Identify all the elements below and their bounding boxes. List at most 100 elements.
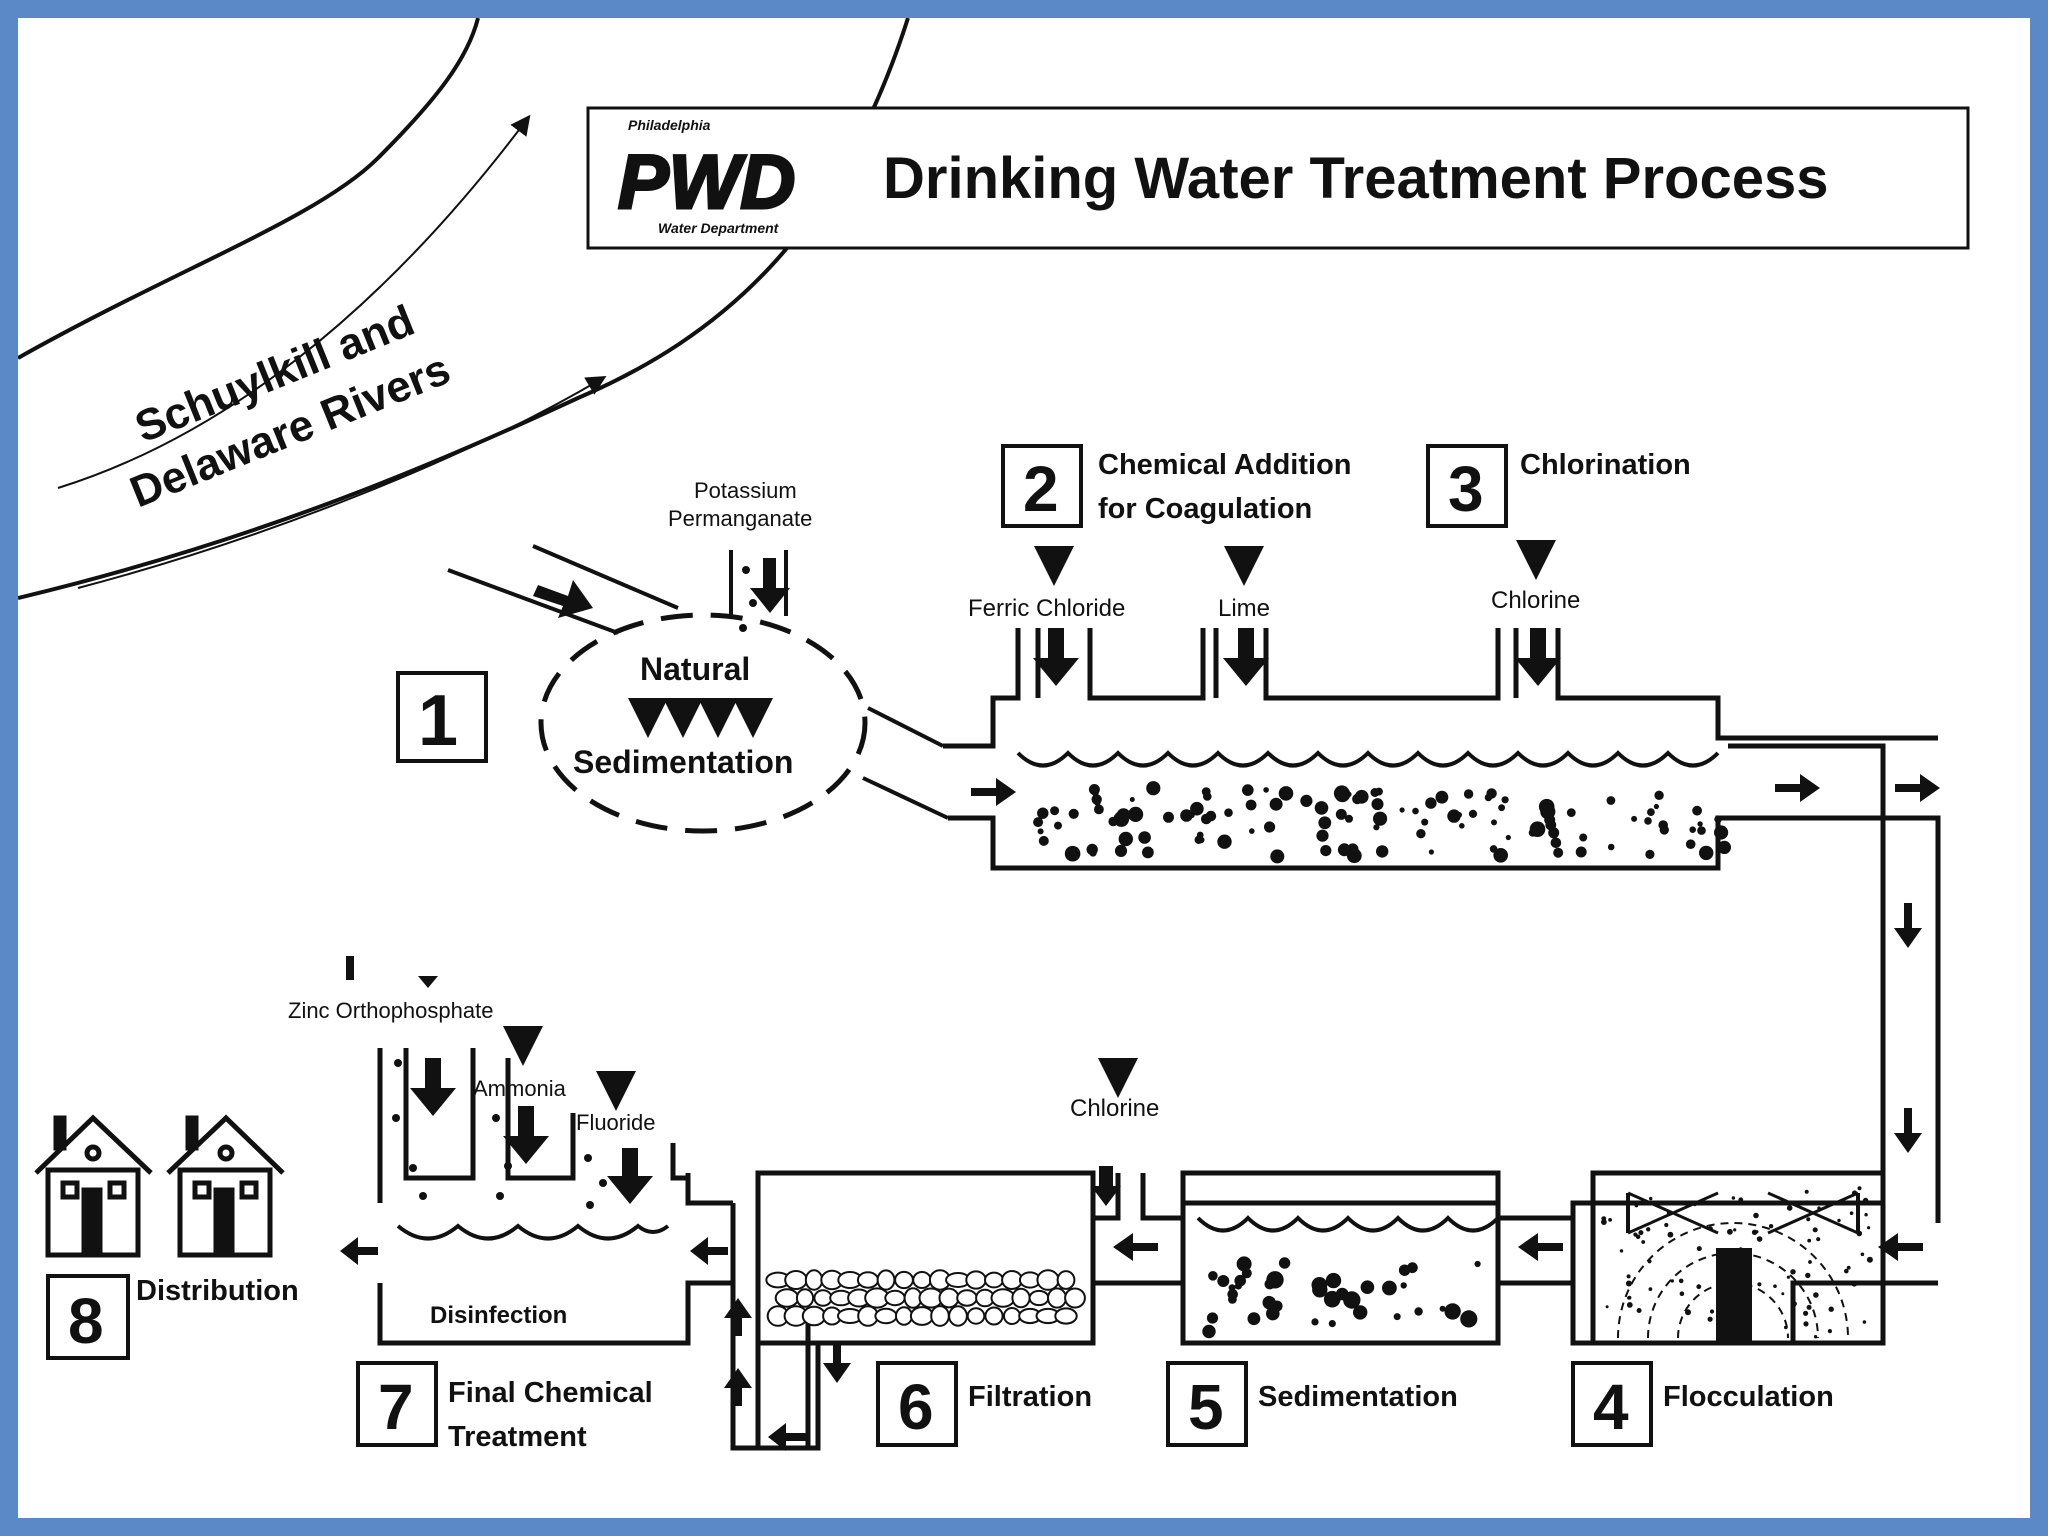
floc-particle xyxy=(1633,1232,1638,1237)
filter-pebble xyxy=(795,1288,815,1308)
floc-particle xyxy=(1493,848,1508,863)
floc-particle xyxy=(1089,849,1097,857)
floc-particle xyxy=(1033,817,1044,828)
chlorine-top-label: Chlorine xyxy=(1491,587,1580,614)
filter-pebble xyxy=(774,1288,800,1308)
floc-particle xyxy=(1784,1325,1788,1330)
floc-particle xyxy=(1685,839,1696,849)
floc-particle xyxy=(1605,1305,1609,1309)
logo-bottom-text: Water Department xyxy=(658,220,780,236)
floc-particle xyxy=(1727,1326,1733,1332)
step-6: 6 Filtration xyxy=(876,1361,1092,1447)
logo-top-text: Philadelphia xyxy=(628,117,711,133)
filter-pebble xyxy=(784,1270,808,1290)
floc-particle xyxy=(1756,1236,1763,1242)
ferric-arrow-icon xyxy=(1033,628,1079,686)
floc-particle xyxy=(1707,1316,1713,1322)
floc-particle xyxy=(1866,1256,1873,1263)
floc-particle xyxy=(1808,1260,1812,1264)
floc-particle xyxy=(1666,1211,1671,1215)
filter-pebble xyxy=(1047,1287,1067,1309)
ammonia-arrow-icon xyxy=(503,1106,549,1164)
floc-particle xyxy=(1229,1294,1237,1301)
floc-particle xyxy=(1601,1219,1607,1225)
floc-particle xyxy=(1425,797,1437,809)
river-flow-arrows xyxy=(57,114,607,589)
floc-particle xyxy=(1851,1280,1858,1287)
floc-particle xyxy=(1619,1249,1624,1253)
floc-particle xyxy=(1692,805,1702,816)
floc-particle xyxy=(1328,1320,1336,1328)
step-6-number: 6 xyxy=(898,1371,934,1443)
filter-pebble xyxy=(938,1287,960,1309)
floc-particle xyxy=(1463,789,1474,799)
intake-pipe xyxy=(447,544,679,635)
floc-particle xyxy=(1460,1310,1478,1328)
flow-arrow-icon xyxy=(1775,774,1820,802)
floc-particle xyxy=(1647,1259,1652,1264)
floc-particle xyxy=(1353,1305,1368,1320)
floc-particle xyxy=(1806,1217,1811,1222)
floc-particle xyxy=(1491,819,1497,826)
floc-particle xyxy=(1648,1287,1653,1291)
filter-pebble xyxy=(948,1305,968,1327)
floc-particle xyxy=(1400,1282,1407,1289)
chemical-small-arrows-top xyxy=(1034,540,1556,586)
ferric-label: Ferric Chloride xyxy=(968,595,1125,622)
floc-particle xyxy=(1803,1321,1809,1327)
floc-particle xyxy=(1862,1197,1869,1204)
floc-particle xyxy=(1468,809,1478,819)
step-5: 5 Sedimentation xyxy=(1166,1361,1458,1447)
floc-particle xyxy=(1860,1252,1865,1257)
floc-particle xyxy=(1862,1320,1867,1324)
floc-particle xyxy=(1312,1282,1328,1298)
floc-particle xyxy=(1864,1213,1868,1217)
filter-pebble xyxy=(984,1306,1004,1326)
floc-particle xyxy=(1138,831,1151,844)
floc-particle xyxy=(1346,848,1362,864)
step-6-label: Filtration xyxy=(968,1381,1092,1413)
floc-particle xyxy=(1370,788,1380,797)
floc-particle xyxy=(1412,807,1419,815)
floc-particle xyxy=(1236,1256,1252,1272)
zinc-label: Zinc Orthophosphate xyxy=(288,998,493,1023)
potassium-label-line1: Potassium xyxy=(694,478,797,503)
floc-particle xyxy=(1718,830,1725,838)
floc-particle xyxy=(1474,1260,1481,1268)
step-4: 4 Flocculation xyxy=(1571,1361,1834,1447)
floc-particle xyxy=(1653,803,1659,810)
filter-pebble xyxy=(1036,1269,1060,1291)
floc-particle xyxy=(1266,1271,1284,1289)
floc-particle xyxy=(1224,808,1233,817)
ammonia-label: Ammonia xyxy=(473,1076,567,1101)
final-chemical-feeds: Zinc Orthophosphate Ammonia Fluoride xyxy=(288,956,655,1209)
coagulation-tank xyxy=(943,628,1941,1223)
floc-particle xyxy=(1234,1274,1246,1287)
floc-particle xyxy=(1856,1230,1863,1237)
floc-particle xyxy=(1768,1224,1774,1229)
floc-particle xyxy=(1791,1301,1797,1307)
logo-mark: PWD xyxy=(618,140,795,225)
potassium-arrow-icon xyxy=(750,558,790,613)
step-3: 3 Chlorination xyxy=(1426,444,1691,528)
floc-particle xyxy=(1804,1189,1809,1194)
floc-particle xyxy=(1314,801,1329,815)
floc-particle xyxy=(1318,816,1332,830)
floc-particle xyxy=(1278,786,1294,801)
floc-particle xyxy=(1733,1228,1737,1232)
floc-particle xyxy=(1118,831,1134,847)
floc-particle xyxy=(1844,1268,1849,1274)
basin1-line1: Natural xyxy=(640,651,750,687)
house-icon xyxy=(166,1114,285,1258)
step-8: 8 Distribution xyxy=(46,1274,299,1360)
floc-particle xyxy=(1790,1269,1796,1275)
floc-particle xyxy=(1545,819,1557,831)
water-surface-sed xyxy=(1196,1215,1500,1233)
step-4-number: 4 xyxy=(1593,1371,1629,1443)
floc-particle xyxy=(1064,845,1081,862)
floc-particles-mixer xyxy=(1601,1186,1873,1339)
floc-particle xyxy=(1337,843,1351,857)
floc-particle xyxy=(1108,816,1118,827)
floc-particle xyxy=(1727,1252,1732,1257)
floc-particle xyxy=(1644,817,1652,825)
